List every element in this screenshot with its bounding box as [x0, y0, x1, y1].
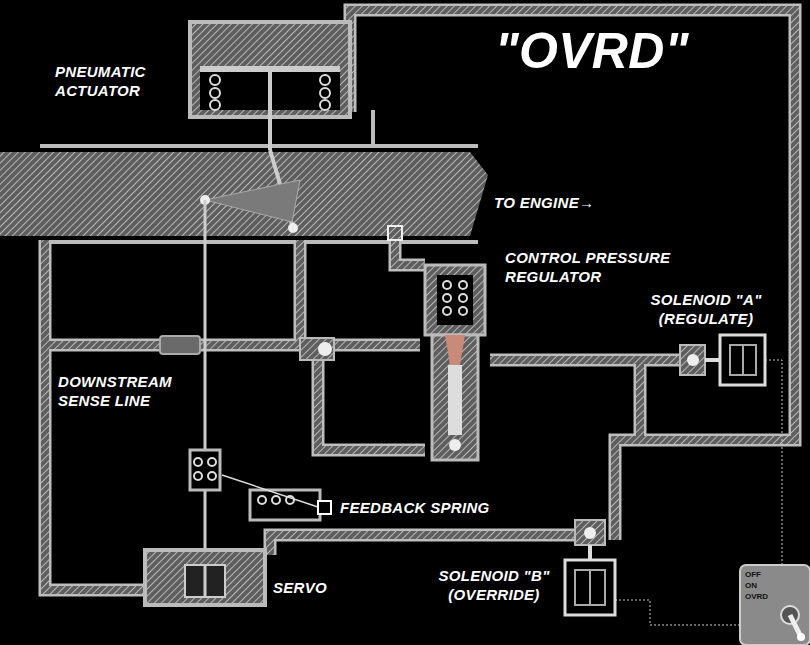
- part-label: TO ENGINE→: [494, 193, 594, 212]
- part-label: FEEDBACK SPRING: [340, 498, 490, 517]
- mode-title: "OVRD": [495, 22, 689, 80]
- switch-position: OVRD: [745, 592, 768, 601]
- part-label: CONTROL PRESSURE REGULATOR: [505, 248, 695, 286]
- part-label: SERVO: [273, 578, 327, 597]
- part-label: DOWNSTREAM SENSE LINE: [58, 372, 190, 410]
- part-label: SOLENOID "B" (OVERRIDE): [428, 566, 560, 604]
- switch-position: OFF: [745, 570, 761, 579]
- part-label: PNEUMATIC ACTUATOR: [55, 62, 175, 100]
- part-label: SOLENOID "A" (REGULATE): [636, 290, 776, 328]
- switch-position: ON: [745, 581, 757, 590]
